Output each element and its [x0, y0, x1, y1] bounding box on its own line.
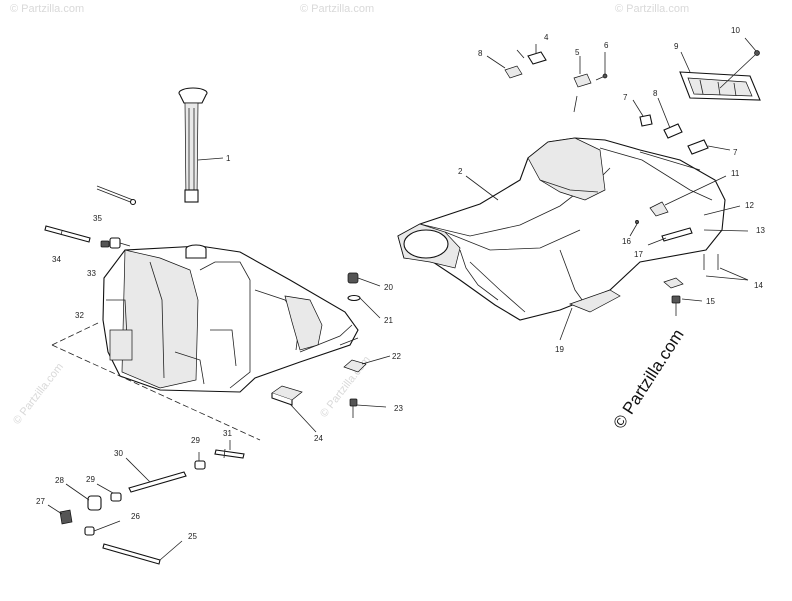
label-12: 12: [745, 201, 754, 210]
watermark-top-left: © Partzilla.com: [10, 3, 84, 15]
label-26: 26: [131, 512, 140, 521]
fuel-tank-body: [102, 244, 359, 393]
label-13: 13: [756, 226, 765, 235]
label-29b: 29: [191, 436, 200, 445]
label-28: 28: [55, 476, 64, 485]
label-4: 4: [544, 33, 549, 42]
label-15: 15: [706, 297, 715, 306]
label-30: 30: [114, 449, 123, 458]
seat-body: [397, 137, 726, 321]
fitting-33-part: [100, 237, 131, 249]
label-17: 17: [634, 250, 643, 259]
seat-assembly: [397, 37, 761, 341]
label-16: 16: [622, 237, 631, 246]
label-31: 31: [223, 429, 232, 438]
label-29a: 29: [86, 475, 95, 484]
label-11: 11: [731, 169, 740, 178]
label-10: 10: [731, 26, 740, 35]
label-23: 23: [394, 404, 403, 413]
strap-part: [96, 185, 137, 206]
part-number-labels: 1 2 4 5 6 7 7 8 8 9 10 11 12 13 14 15 16…: [36, 26, 765, 541]
hose-fittings-assembly: [47, 440, 245, 565]
hose-34-part: [44, 225, 91, 243]
label-32: 32: [75, 311, 84, 320]
label-19: 19: [555, 345, 564, 354]
label-25: 25: [188, 532, 197, 541]
label-2: 2: [458, 167, 463, 176]
label-34: 34: [52, 255, 61, 264]
label-24: 24: [314, 434, 323, 443]
label-7a: 7: [623, 93, 628, 102]
label-20: 20: [384, 283, 393, 292]
label-1: 1: [226, 154, 231, 163]
label-21: 21: [384, 316, 393, 325]
nut-washer-20-21-part: [347, 272, 381, 319]
label-35: 35: [93, 214, 102, 223]
label-8b: 8: [653, 89, 658, 98]
label-5: 5: [575, 48, 580, 57]
partzilla-brand-text: © Partzilla.com: [609, 326, 687, 432]
bolt-23-part: [349, 398, 387, 418]
label-14: 14: [754, 281, 763, 290]
label-27: 27: [36, 497, 45, 506]
label-22: 22: [392, 352, 401, 361]
label-9: 9: [674, 42, 679, 51]
watermark-top-mid: © Partzilla.com: [300, 3, 374, 15]
pad-24-part: [271, 385, 317, 433]
label-33: 33: [87, 269, 96, 278]
label-8a: 8: [478, 49, 483, 58]
label-7b: 7: [733, 148, 738, 157]
watermark-top-right: © Partzilla.com: [615, 3, 689, 15]
watermark-left: © Partzilla.com: [11, 361, 66, 427]
pad-22-part: [343, 355, 391, 373]
label-6: 6: [604, 41, 609, 50]
fuel-sender-part: [178, 87, 224, 203]
fuel-tank-assembly: [44, 87, 391, 441]
